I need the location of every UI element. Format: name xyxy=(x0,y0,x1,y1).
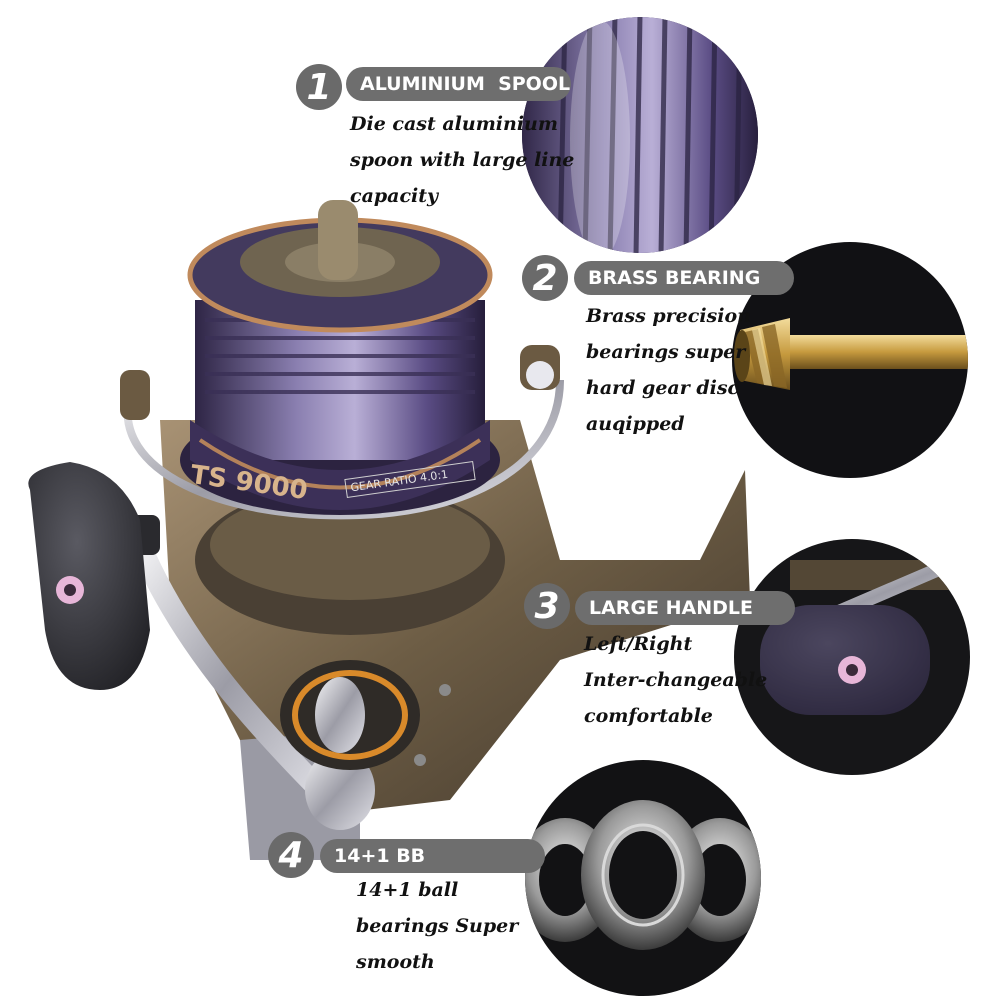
fishing-reel xyxy=(28,200,750,860)
feature-3-line: Left/Right xyxy=(584,633,693,655)
feature-2-line: bearings super xyxy=(586,341,746,363)
feature-3-number-badge: 3 xyxy=(524,583,570,629)
feature-1-description: Die cast aluminium spoon with large line… xyxy=(350,106,574,214)
feature-3-title: LARGE HANDLE xyxy=(575,591,795,625)
handle-arm xyxy=(129,534,341,811)
feature-4-number-badge: 4 xyxy=(268,832,314,878)
feature-2-line: Brass precision xyxy=(586,305,751,327)
feature-2-line: hard gear disc xyxy=(586,377,740,399)
bail-wire xyxy=(123,379,564,520)
feature-1-line: Die cast aluminium xyxy=(350,113,558,135)
feature-3-line: comfortable xyxy=(584,705,713,727)
feature-2-description: Brass precision bearings super hard gear… xyxy=(586,298,751,442)
feature-4-line: bearings Super xyxy=(356,915,519,937)
feature-2-number-badge: 2 xyxy=(522,255,568,301)
feature-1-number-badge: 1 xyxy=(296,64,342,110)
handle-detail-circle xyxy=(734,539,970,775)
brass-gear-detail-circle xyxy=(732,242,968,478)
feature-2-line: auqipped xyxy=(586,413,685,435)
feature-4-line: smooth xyxy=(356,951,435,973)
feature-4-line: 14+1 ball xyxy=(356,879,459,901)
feature-4-title: 14+1 BB xyxy=(320,839,545,873)
feature-2-title: BRASS BEARING xyxy=(574,261,794,295)
handle-knob xyxy=(28,462,150,690)
feature-4-description: 14+1 ball bearings Super smooth xyxy=(356,872,518,980)
feature-1-title: ALUMINIUM SPOOL xyxy=(346,67,571,101)
feature-1-line: capacity xyxy=(350,185,439,207)
feature-1-line: spoon with large line xyxy=(350,149,575,171)
feature-3-line: Inter-changeable xyxy=(584,669,768,691)
bearings-detail-circle xyxy=(525,760,761,996)
feature-3-description: Left/Right Inter-changeable comfortable xyxy=(584,626,767,734)
